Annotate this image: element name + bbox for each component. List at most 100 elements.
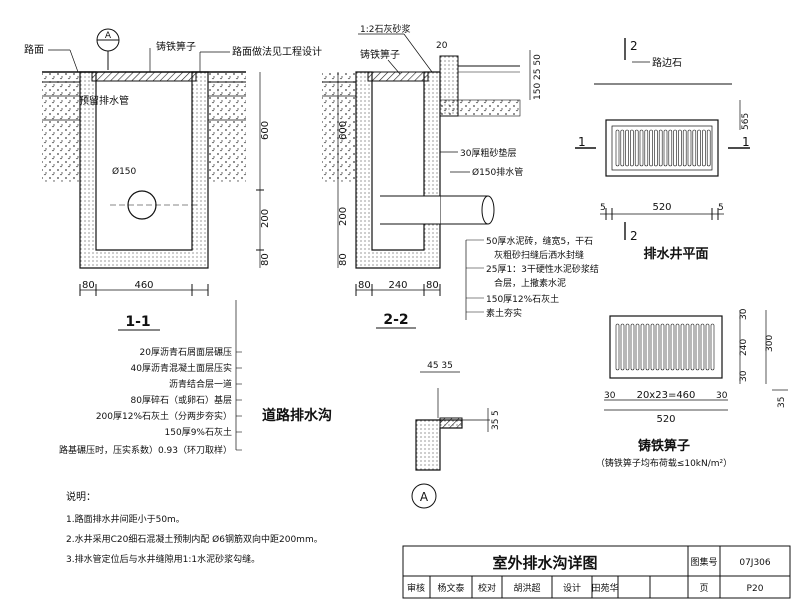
- dim-bottom-80a: 80: [358, 280, 371, 291]
- grate-slot: [665, 323, 670, 371]
- grate-dim-bottom: 20x23=460: [637, 390, 696, 401]
- grate-slot: [673, 129, 677, 167]
- road-layers-left: [42, 72, 80, 182]
- grate: [91, 71, 197, 82]
- label-sand: 30厚粗砂垫层: [460, 147, 516, 159]
- grate-slot: [668, 129, 673, 167]
- design-name: 田苑华: [591, 582, 618, 594]
- detail-marker-a-label: A: [105, 31, 112, 41]
- label-grate-b: 铸铁箅子: [360, 48, 400, 61]
- grate-dim-240: 240: [739, 339, 749, 356]
- grate-slot: [670, 323, 675, 371]
- grate-slot: [695, 323, 700, 371]
- grate-slot: [620, 129, 625, 167]
- grate-slot: [625, 323, 630, 371]
- dim-bottom-240: 240: [388, 280, 407, 291]
- grate-slot: [706, 129, 711, 167]
- section-1-1: 路面 铸铁箅子 路面做法见工程设计 预留排水管 Ø150 600 200 80 …: [24, 28, 322, 331]
- mark-2-bottom: 2: [630, 229, 638, 243]
- section-2-2: 1:2石灰砂浆 铸铁箅子 20 150 25 50 30厚粗砂垫层 Ø150排水…: [322, 23, 543, 329]
- grate-slots: [615, 323, 715, 371]
- atlas-label: 图集号: [690, 556, 717, 568]
- grate-slot: [697, 129, 701, 167]
- plan-view: 路边石 2 2 1 1 565 5 5 520 排水井平面: [575, 38, 751, 262]
- section-title-1-1: 1-1: [125, 314, 150, 330]
- label-pipe-b: Ø150排水管: [472, 166, 523, 178]
- check-label: 校对: [478, 582, 496, 594]
- check-name: 胡洪超: [513, 582, 540, 594]
- title-block: 室外排水沟详图 图集号 07J306 审核 杨文泰 校对 胡洪超 设计 田苑华 …: [402, 545, 791, 599]
- grate-slot: [675, 323, 680, 371]
- grate-dim-30-left: 30: [604, 391, 616, 401]
- layer-right-5: 素土夯实: [486, 307, 522, 319]
- layer-left-3: 80厚碎石（或卵石）基层: [131, 394, 232, 406]
- grate-slot: [640, 323, 645, 371]
- grate-slot: [639, 129, 644, 167]
- dim-200-b: 200: [338, 207, 349, 226]
- grate-slot: [635, 323, 640, 371]
- dim-bottom-80-a: 80: [82, 280, 95, 291]
- grate-slot: [680, 323, 685, 371]
- note-2: 2.水井采用C20细石混凝土预制内配 Ø6钢筋双向中距200mm。: [66, 533, 323, 545]
- grate-dim-300: 300: [765, 335, 775, 352]
- grate-slot: [625, 129, 629, 167]
- grate-dim-520: 520: [656, 414, 675, 425]
- notes-heading: 说明：: [66, 490, 96, 503]
- grate-slot: [649, 129, 653, 167]
- detail-marker-a-text: A: [420, 490, 429, 504]
- layer-right-2: 25厚1：3干硬性水泥砂浆结: [486, 263, 599, 275]
- grate-slot: [660, 323, 665, 371]
- road-drain-title: 道路排水沟: [262, 407, 332, 424]
- grate-detail: 30 240 30 300 30 20x23=460 30 520 35 铸铁箅…: [596, 308, 788, 469]
- label-mortar: 1:2石灰砂浆: [360, 23, 411, 35]
- layer-left-5: 150厚9%石灰土: [165, 426, 232, 438]
- grate-slot: [630, 323, 635, 371]
- grate-2: [367, 71, 429, 82]
- note-3: 3.排水管定位后与水井缝隙用1:1水泥砂浆勾缝。: [66, 553, 260, 565]
- well-wall-2: [355, 71, 441, 269]
- label-road-surface: 路面: [24, 43, 44, 56]
- road-layers-right: [208, 72, 246, 182]
- grate-slot: [700, 323, 705, 371]
- mark-2-top: 2: [630, 39, 638, 53]
- grate-dim-30-bottom: 30: [739, 370, 749, 382]
- layer-left-1: 40厚沥青混凝土面层压实: [131, 362, 232, 374]
- grate-dim-30-right: 30: [716, 391, 728, 401]
- dim-80-b: 80: [338, 253, 349, 266]
- layer-list-left: 20厚沥青石屑面层碾压 40厚沥青混凝土面层压实 沥青结合层一道 80厚碎石（或…: [59, 300, 242, 456]
- drawing-title: 室外排水沟详图: [492, 554, 597, 572]
- layer-left-6: 路基碾压时，压实系数）0.93（环刀取样）: [59, 444, 232, 456]
- label-pipe-dia-a: Ø150: [112, 166, 137, 177]
- detail-marker-a-circle: [411, 483, 437, 509]
- notes: 说明： 1.路面排水井间距小于50m。 2.水井采用C20细石混凝土预制内配 Ø…: [66, 490, 323, 565]
- grate-slot: [658, 129, 663, 167]
- label-pavement-note: 路面做法见工程设计: [232, 45, 322, 58]
- dim-5-right: 5: [718, 203, 724, 213]
- grate-slot: [620, 323, 625, 371]
- grate-slot: [682, 129, 687, 167]
- page-no: P20: [747, 584, 764, 594]
- detail-dim-top: 45 35: [427, 361, 453, 371]
- layer-right-1: 灰粗砂扫缝后洒水封缝: [494, 249, 584, 261]
- plan-grate-slots: [615, 129, 711, 167]
- dim-top-b: 150 25 50: [533, 54, 543, 100]
- layer-right-3: 合层，上撒素水泥: [494, 277, 566, 289]
- dim-bottom-460: 460: [134, 280, 153, 291]
- dim-520-plan: 520: [652, 202, 671, 213]
- page-label: 页: [699, 583, 708, 594]
- layer-right-0: 50厚水泥砖，缝宽5，干石: [486, 235, 593, 247]
- dim-600-b: 600: [338, 121, 349, 140]
- grate-slot: [615, 323, 620, 371]
- dim-bottom-80b: 80: [426, 280, 439, 291]
- layer-right-4: 150厚12%石灰土: [486, 293, 559, 305]
- grate-dim-35: 35: [777, 397, 787, 408]
- note-1: 1.路面排水井间距小于50m。: [66, 513, 185, 525]
- grate-slot: [645, 323, 650, 371]
- dim-200-a: 200: [260, 209, 271, 228]
- detail-dim-5: 5: [491, 410, 501, 416]
- atlas-no: 07J306: [739, 558, 771, 568]
- drain-pipe: [439, 195, 489, 225]
- grate-slot: [634, 129, 639, 167]
- review-label: 审核: [407, 582, 425, 594]
